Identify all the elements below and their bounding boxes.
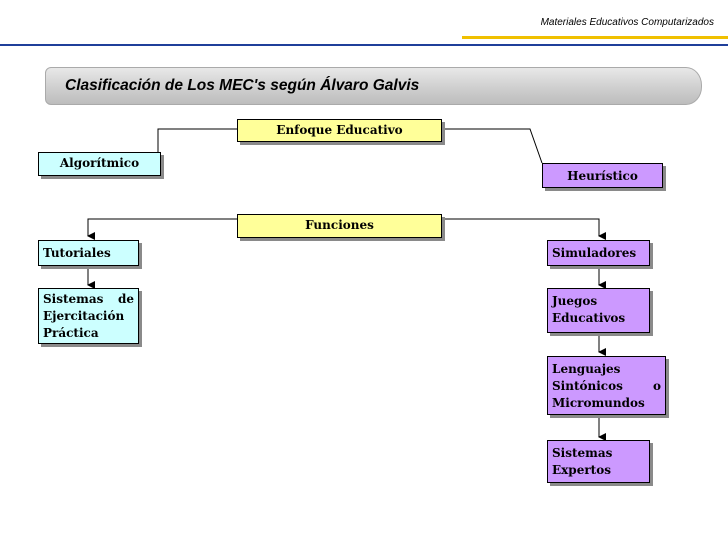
- node-label: Tutoriales: [43, 246, 111, 260]
- node-juegos-educativos: Juegos Educativos: [547, 288, 650, 333]
- node-algoritmico: Algorítmico: [38, 152, 161, 176]
- node-label-line: Juegos: [552, 294, 598, 308]
- header-accent-bar: [462, 36, 728, 39]
- node-label-line: Sistemas de: [43, 292, 134, 306]
- title-banner: Clasificación de Los MEC's según Álvaro …: [45, 67, 702, 105]
- connector-funciones-tutoriales: [87, 218, 237, 240]
- node-label: Heurístico: [567, 169, 638, 183]
- banner-title: Clasificación de Los MEC's según Álvaro …: [65, 77, 420, 94]
- node-heuristico: Heurístico: [542, 163, 663, 188]
- connector-funciones-simuladores: [442, 218, 606, 240]
- node-label-line: Expertos: [552, 463, 611, 477]
- node-simuladores: Simuladores: [547, 240, 650, 266]
- node-tutoriales: Tutoriales: [38, 240, 139, 266]
- node-enfoque-educativo: Enfoque Educativo: [237, 119, 442, 142]
- connector-enfoque-algoritmico: [157, 128, 237, 152]
- node-label-line: Sintónicos o: [552, 379, 661, 393]
- node-sistemas-expertos: Sistemas Expertos: [547, 440, 650, 483]
- node-label: Algorítmico: [59, 156, 140, 170]
- node-label-line: Micromundos: [552, 396, 645, 410]
- node-funciones: Funciones: [237, 214, 442, 238]
- node-label-line: Ejercitación: [43, 309, 125, 323]
- header-subtitle: Materiales Educativos Computarizados: [540, 17, 714, 28]
- node-label-line: Práctica: [43, 326, 99, 340]
- connector-enfoque-heuristico: [442, 128, 543, 164]
- node-lenguajes-sintonicos: Lenguajes Sintónicos o Micromundos: [547, 356, 666, 415]
- node-label-line: Lenguajes: [552, 362, 621, 376]
- header-divider: [0, 44, 728, 46]
- node-label-line: Educativos: [552, 311, 626, 325]
- node-label: Enfoque Educativo: [276, 123, 403, 137]
- node-sistemas-ejercitacion: Sistemas de Ejercitación Práctica: [38, 288, 139, 344]
- node-label-line: Sistemas: [552, 446, 613, 460]
- node-label: Simuladores: [552, 246, 637, 260]
- node-label: Funciones: [305, 218, 374, 232]
